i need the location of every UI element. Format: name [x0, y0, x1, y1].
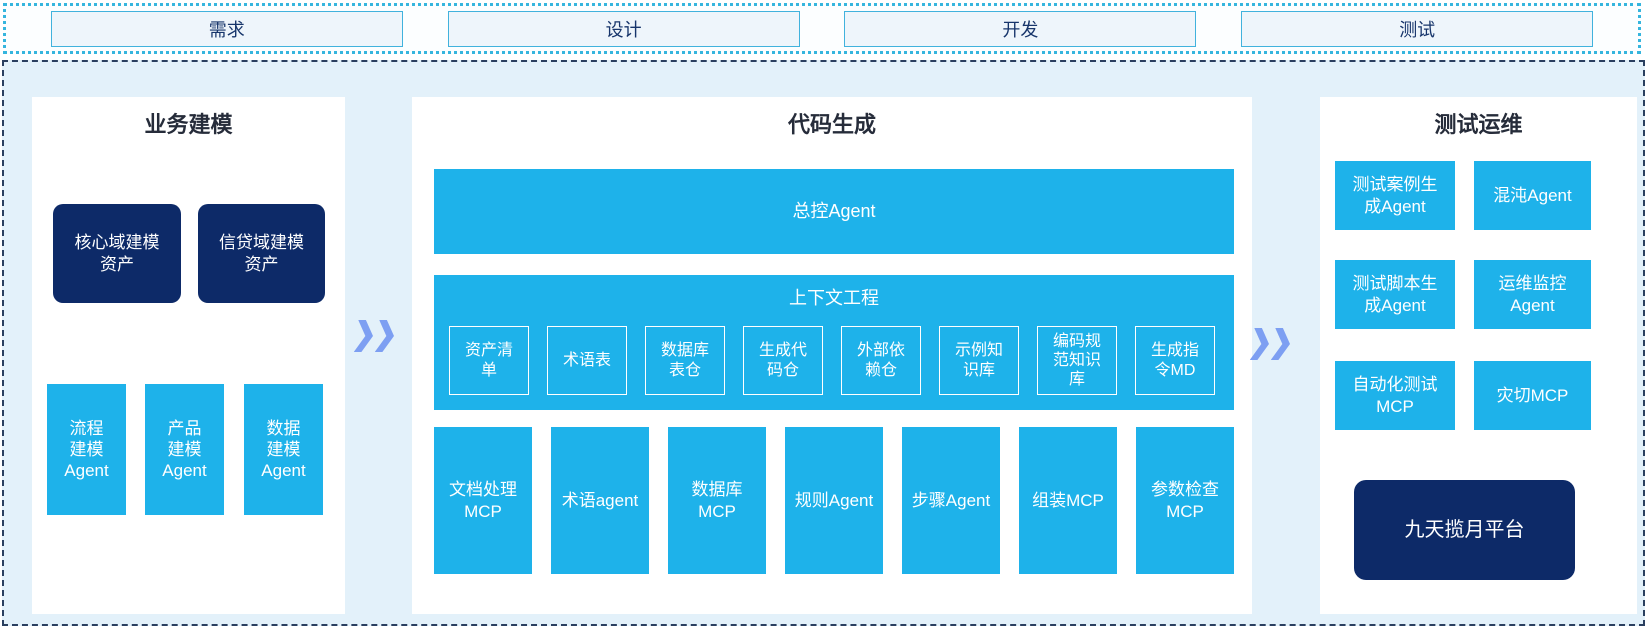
process-modeling-agent-box: 流程 建模 Agent	[47, 384, 126, 515]
ops-monitor-agent-box: 运维监控 Agent	[1474, 260, 1591, 329]
database-mcp-box: 数据库 MCP	[668, 427, 766, 574]
test-ops-panel: 测试运维 测试案例生 成Agent 混沌Agent 测试脚本生 成Agent 运…	[1320, 97, 1637, 614]
chevron-right-icon	[375, 320, 396, 352]
example-knowledge-base-box: 示例知 识库	[939, 326, 1019, 395]
phase-bar: 需求 设计 开发 测试	[3, 3, 1641, 54]
panel-title: 业务建模	[144, 112, 233, 137]
param-check-mcp-box: 参数检查 MCP	[1136, 427, 1234, 574]
master-control-agent-bar: 总控Agent	[434, 169, 1234, 254]
double-chevron-icon	[1250, 328, 1292, 360]
assembly-mcp-box: 组装MCP	[1019, 427, 1117, 574]
panel-title: 代码生成	[787, 112, 876, 137]
panel-title: 测试运维	[1434, 112, 1523, 137]
context-item-row: 资产清 单 术语表 数据库 表仓 生成代 码仓 外部依 赖仓 示例知 识库 编码…	[449, 326, 1215, 395]
workflow-container: 业务建模 核心域建模 资产 信贷域建模 资产 流程 建模 Agent 产品 建模…	[2, 60, 1645, 626]
glossary-box: 术语表	[547, 326, 627, 395]
test-script-gen-agent-box: 测试脚本生 成Agent	[1335, 260, 1455, 329]
worker-row: 文档处理 MCP 术语agent 数据库 MCP 规则Agent 步骤Agent…	[434, 427, 1234, 574]
test-case-gen-agent-box: 测试案例生 成Agent	[1335, 161, 1455, 230]
phase-box-development: 开发	[844, 10, 1197, 47]
coding-standard-kb-box: 编码规 范知识 库	[1037, 326, 1117, 395]
code-generation-panel: 代码生成 总控Agent 上下文工程 资产清 单 术语表 数据库 表仓 生成代 …	[412, 97, 1252, 614]
disaster-switch-mcp-box: 灾切MCP	[1474, 361, 1591, 430]
phase-box-design: 设计	[447, 10, 800, 47]
chevron-right-icon	[354, 320, 375, 352]
auto-test-mcp-box: 自动化测试 MCP	[1335, 361, 1455, 430]
context-engineering-section: 上下文工程 资产清 单 术语表 数据库 表仓 生成代 码仓 外部依 赖仓 示例知…	[434, 275, 1234, 410]
generated-code-repo-box: 生成代 码仓	[743, 326, 823, 395]
data-modeling-agent-box: 数据 建模 Agent	[244, 384, 323, 515]
credit-domain-asset-box: 信贷域建模 资产	[198, 204, 325, 303]
step-agent-box: 步骤Agent	[902, 427, 1000, 574]
product-modeling-agent-box: 产品 建模 Agent	[145, 384, 224, 515]
core-domain-asset-box: 核心域建模 资产	[53, 204, 181, 303]
external-dependency-repo-box: 外部依 赖仓	[841, 326, 921, 395]
phase-box-requirements: 需求	[50, 10, 403, 47]
phase-box-testing: 测试	[1241, 10, 1594, 47]
chaos-agent-box: 混沌Agent	[1474, 161, 1591, 230]
terminology-agent-box: 术语agent	[551, 427, 649, 574]
rule-agent-box: 规则Agent	[785, 427, 883, 574]
context-engineering-title: 上下文工程	[789, 288, 879, 308]
business-modeling-panel: 业务建模 核心域建模 资产 信贷域建模 资产 流程 建模 Agent 产品 建模…	[32, 97, 345, 614]
db-table-repo-box: 数据库 表仓	[645, 326, 725, 395]
chevron-right-icon	[1271, 328, 1292, 360]
asset-list-box: 资产清 单	[449, 326, 529, 395]
jiutian-platform-box: 九天揽月平台	[1354, 480, 1575, 580]
double-chevron-icon	[354, 320, 396, 352]
doc-processing-mcp-box: 文档处理 MCP	[434, 427, 532, 574]
generation-instruction-md-box: 生成指 令MD	[1135, 326, 1215, 395]
chevron-right-icon	[1250, 328, 1271, 360]
